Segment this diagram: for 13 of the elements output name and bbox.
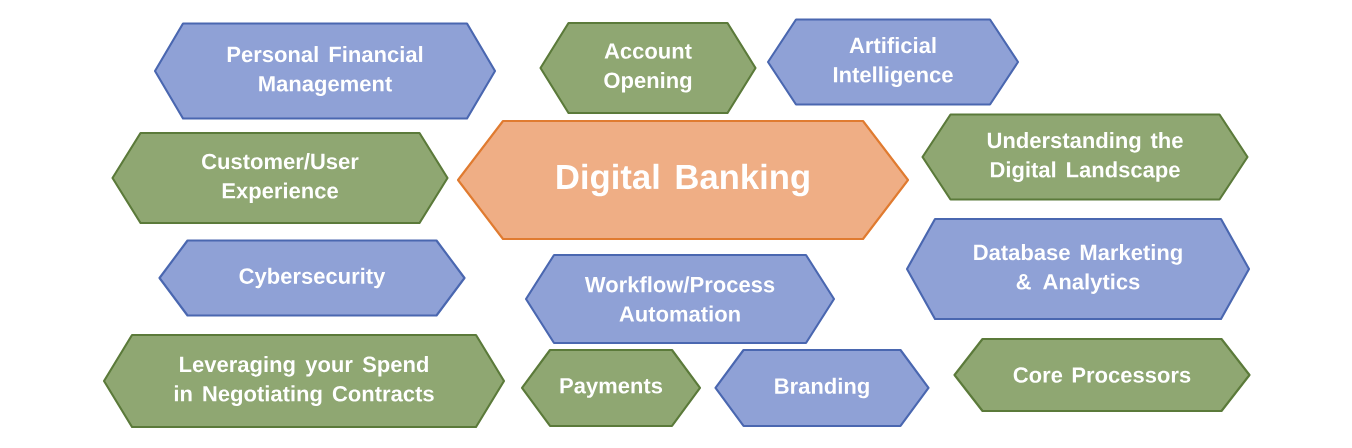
hexagon-tag: Digital Banking: [456, 119, 910, 241]
hexagon-tag: Customer/User Experience: [111, 131, 449, 225]
hexagon-tag: Core Processors: [953, 337, 1251, 413]
hexagon-tag: Cybersecurity: [158, 239, 466, 317]
hexagon-tag: Understanding the Digital Landscape: [921, 113, 1249, 201]
hexagon-tag: Payments: [520, 348, 702, 428]
hexagon-tag: Branding: [714, 348, 930, 428]
hexagon-tag: Personal Financial Management: [153, 22, 497, 120]
hexagon-tag: Account Opening: [539, 21, 757, 115]
hexagon-tag: Workflow/Process Automation: [524, 253, 836, 345]
hexagon-tag: Database Marketing & Analytics: [905, 217, 1251, 321]
hexagon-tag: Artificial Intelligence: [766, 18, 1020, 106]
hexagon-tag: Leveraging your Spend in Negotiating Contracts: [102, 333, 506, 429]
